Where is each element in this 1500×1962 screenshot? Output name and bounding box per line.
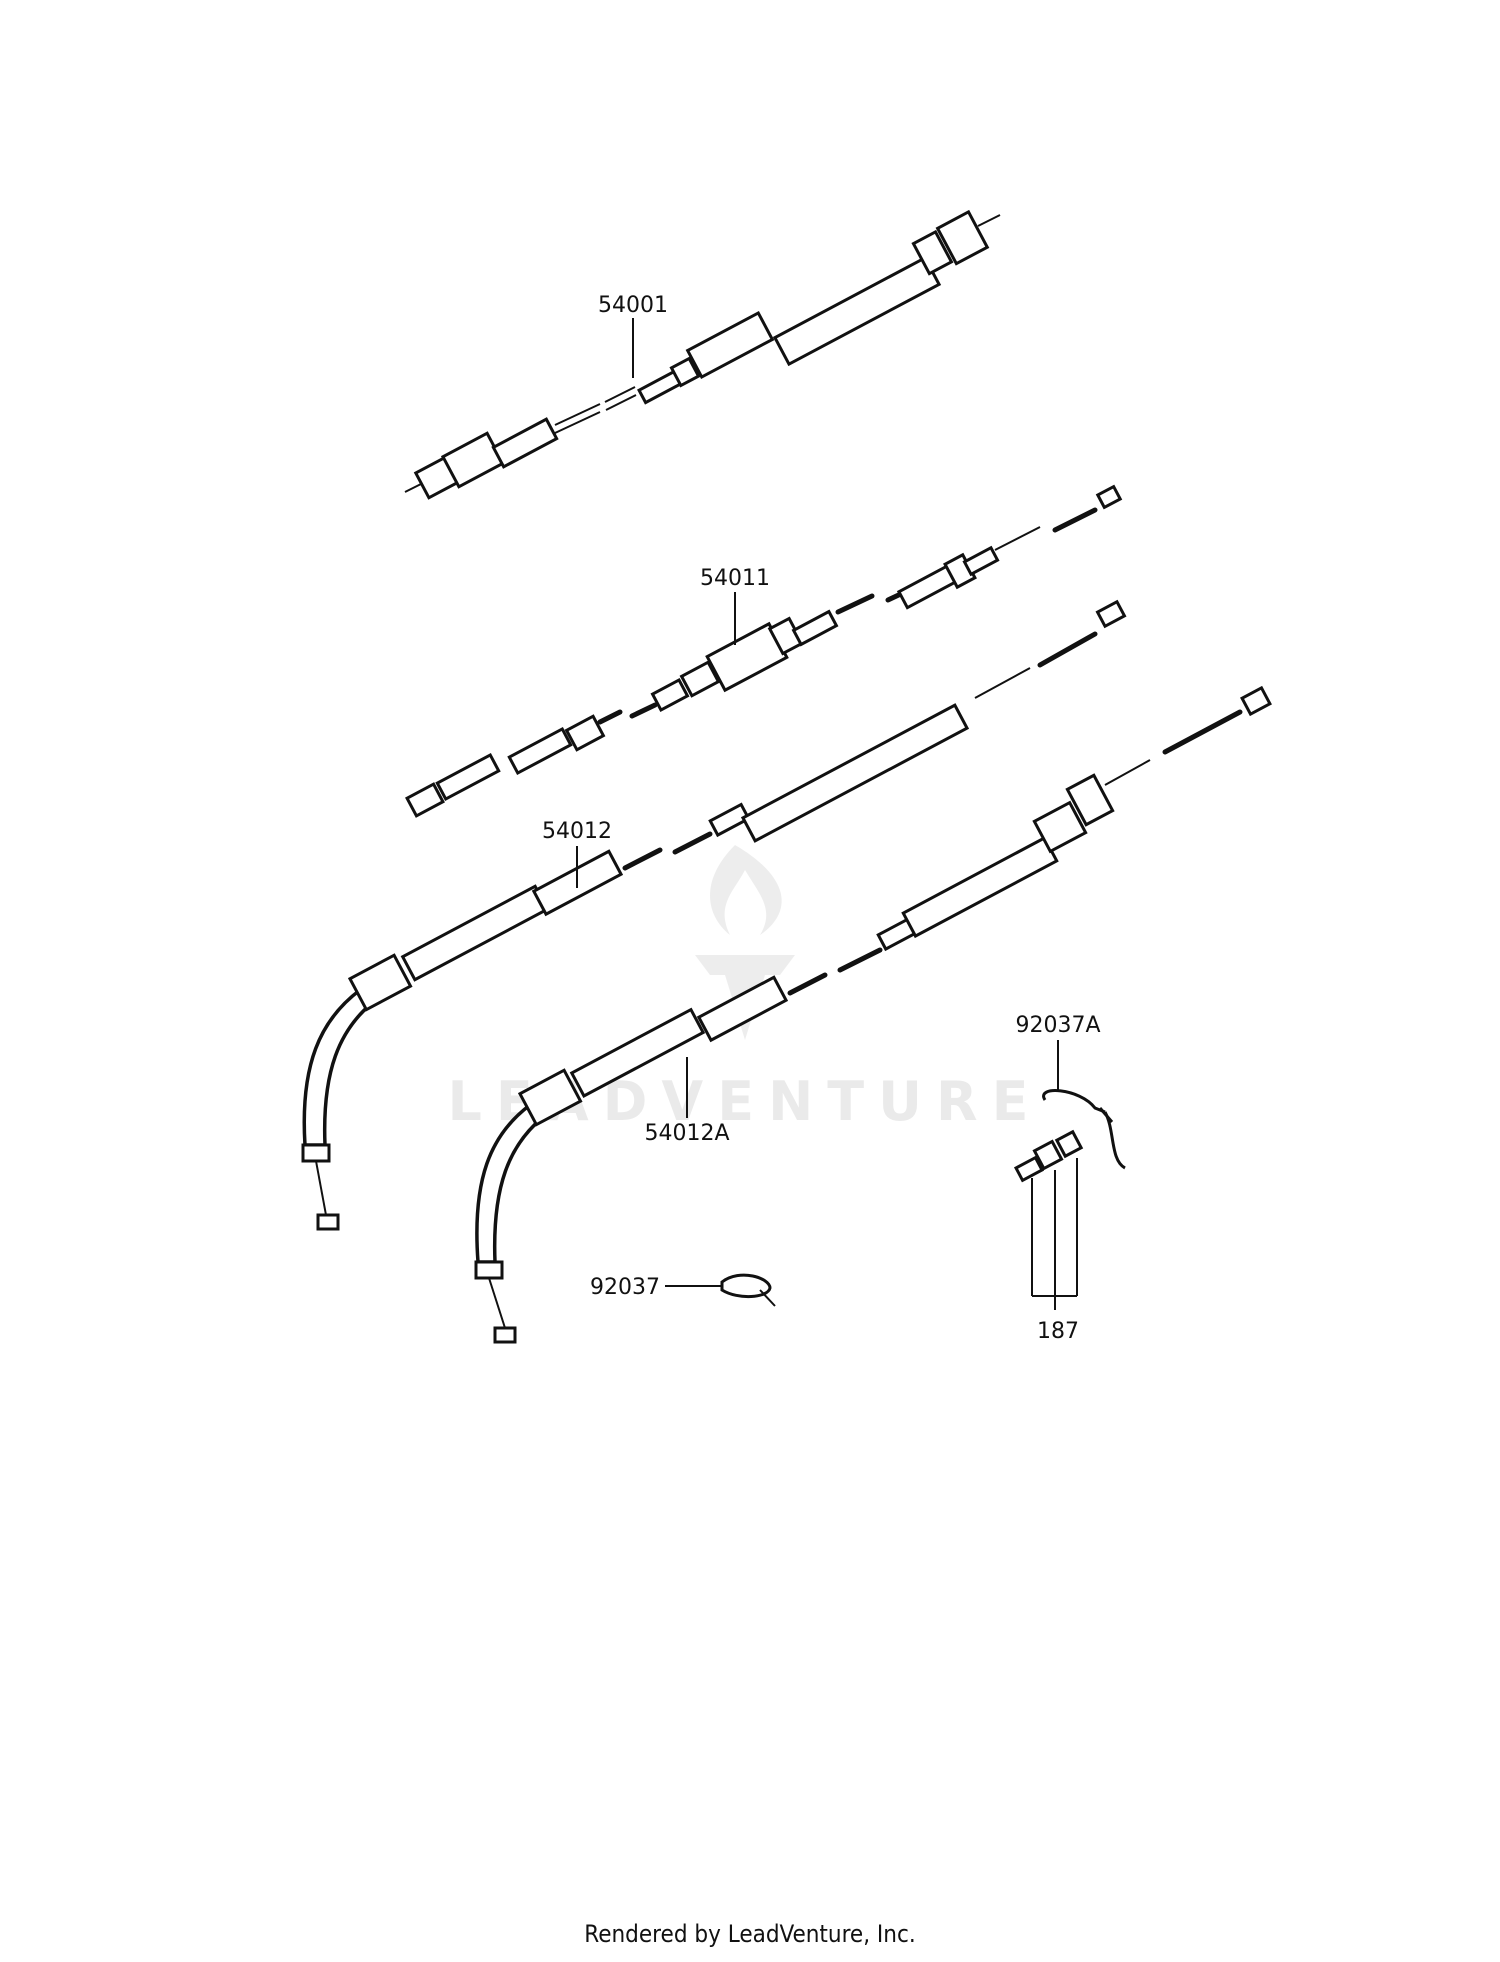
cable-54011 xyxy=(405,484,1123,818)
part-label-54011: 54011 xyxy=(700,566,770,591)
cable-54012 xyxy=(301,599,1127,1231)
part-label-54001: 54001 xyxy=(598,293,668,318)
footer-credit: Rendered by LeadVenture, Inc. xyxy=(584,1920,916,1948)
bolt-set-187 xyxy=(1013,1129,1084,1297)
part-label-92037A: 92037A xyxy=(1015,1013,1100,1038)
cable-54001 xyxy=(404,209,1001,500)
part-label-187: 187 xyxy=(1037,1319,1079,1344)
part-label-54012A: 54012A xyxy=(644,1121,729,1146)
clamp-92037 xyxy=(720,1273,776,1307)
part-label-92037: 92037 xyxy=(590,1275,660,1300)
cable-54012a xyxy=(474,685,1272,1344)
clip-92037a xyxy=(1042,1089,1126,1170)
part-label-54012: 54012 xyxy=(542,819,612,844)
